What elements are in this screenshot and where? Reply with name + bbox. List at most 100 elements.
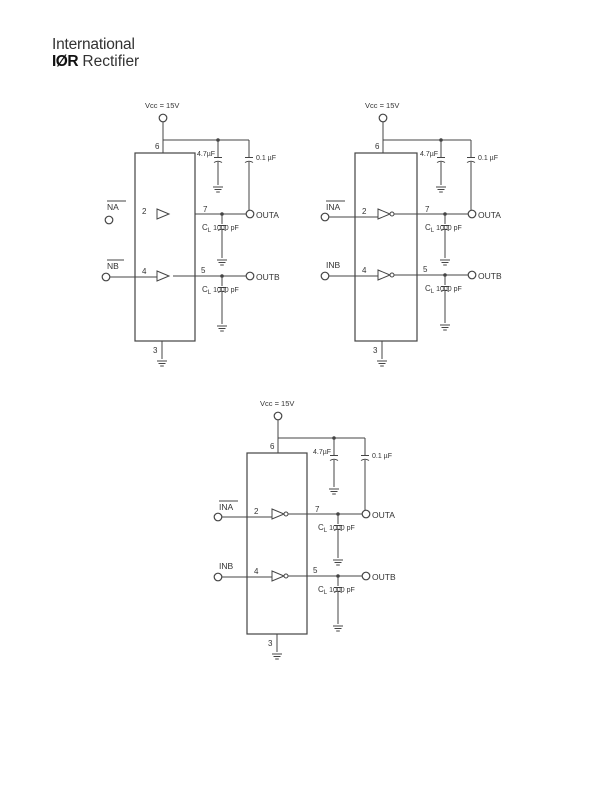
driver-ic-body — [246, 452, 308, 635]
capacitor-plate-curved — [213, 160, 223, 163]
inverter-bubble — [283, 573, 289, 579]
output-b-terminal — [361, 571, 371, 581]
capacitor-plate-curved — [217, 290, 227, 293]
logo-line-2: IØR Rectifier — [52, 53, 142, 70]
load-cap-b-label: CL 1000 pF — [318, 585, 355, 596]
capacitor-plate-curved — [440, 228, 450, 231]
logo-line-1: International — [52, 36, 135, 53]
pin-6-label: 6 — [270, 442, 275, 451]
vcc-label: Vcc = 15V — [365, 101, 399, 110]
capacitor-plate-curved — [217, 228, 227, 231]
input-a-label: NA — [107, 200, 126, 212]
driver-ic-body — [354, 152, 418, 342]
pin-5-label: 5 — [201, 266, 206, 275]
input-b-label: INB — [326, 260, 341, 270]
input-b-terminal — [320, 271, 330, 281]
cap-0p1uF-label: 0.1 µF — [372, 453, 392, 460]
input-b-label: INB — [219, 561, 234, 571]
output-a-terminal — [245, 209, 255, 219]
logo-mark: IØR — [52, 53, 79, 70]
driver-b-symbol — [377, 269, 392, 281]
output-a-terminal — [361, 509, 371, 519]
output-a-label: OUTA — [372, 510, 395, 520]
pin-4-label: 4 — [142, 267, 147, 276]
pin-7-label: 7 — [203, 205, 208, 214]
company-logo: International IØR Rectifier — [52, 36, 142, 70]
pin-5-label: 5 — [423, 265, 428, 274]
driver-a-symbol — [156, 208, 171, 220]
cap-4p7uF-label: 4.7µF — [313, 449, 331, 456]
driver-b-symbol — [271, 570, 286, 582]
load-cap-b-label: CL 1000 pF — [202, 285, 239, 296]
logo-word: Rectifier — [82, 53, 140, 70]
pin-6-label: 6 — [155, 142, 160, 151]
input-b-text: INB — [219, 561, 234, 571]
vcc-terminal — [378, 113, 388, 123]
output-b-label: OUTB — [256, 272, 280, 282]
pin-7-label: 7 — [315, 505, 320, 514]
pin-2-label: 2 — [142, 207, 147, 216]
pin-5-label: 5 — [313, 566, 318, 575]
output-a-terminal — [467, 209, 477, 219]
vcc-label: Vcc = 15V — [145, 101, 179, 110]
capacitor-plate-curved — [440, 289, 450, 292]
load-cap-b-label: CL 1000 pF — [425, 284, 462, 295]
inverter-bubble — [389, 211, 395, 217]
input-a-text: NA — [107, 202, 119, 212]
input-a-terminal — [213, 512, 223, 522]
input-b-text: INB — [326, 260, 341, 270]
driver-a-symbol — [271, 508, 286, 520]
output-b-label: OUTB — [372, 572, 396, 582]
output-b-terminal — [467, 270, 477, 280]
pin-4-label: 4 — [362, 266, 367, 275]
inverter-bubble — [283, 511, 289, 517]
input-a-label: INA — [219, 500, 238, 512]
pin-3-label: 3 — [268, 639, 273, 648]
capacitor-plate-curved — [360, 458, 370, 461]
output-b-label: OUTB — [478, 271, 502, 281]
input-a-terminal — [320, 212, 330, 222]
driver-b-symbol — [156, 270, 171, 282]
cap-4p7uF-label: 4.7µF — [420, 151, 438, 158]
output-b-terminal — [245, 271, 255, 281]
pin-3-label: 3 — [373, 346, 378, 355]
capacitor-plate-curved — [329, 458, 339, 461]
pin-3-label: 3 — [153, 346, 158, 355]
output-a-label: OUTA — [256, 210, 279, 220]
input-b-terminal — [213, 572, 223, 582]
vcc-terminal — [158, 113, 168, 123]
inverter-bubble — [389, 272, 395, 278]
input-a-text: INA — [326, 202, 341, 212]
capacitor-plate-curved — [436, 160, 446, 163]
input-b-terminal — [101, 272, 111, 282]
driver-ic-body — [134, 152, 196, 342]
cap-0p1uF-label: 0.1 µF — [256, 155, 276, 162]
cap-0p1uF-label: 0.1 µF — [478, 155, 498, 162]
cap-4p7uF-label: 4.7µF — [197, 151, 215, 158]
input-a-label: INA — [326, 200, 345, 212]
load-cap-a-label: CL 1000 pF — [202, 223, 239, 234]
pin-2-label: 2 — [362, 207, 367, 216]
input-b-label: NB — [107, 259, 124, 271]
input-b-text: NB — [107, 261, 119, 271]
pin-6-label: 6 — [375, 142, 380, 151]
input-a-text: INA — [219, 502, 234, 512]
vcc-terminal — [273, 411, 283, 421]
capacitor-plate-curved — [333, 528, 343, 531]
pin-2-label: 2 — [254, 507, 259, 516]
load-cap-a-label: CL 1000 pF — [425, 223, 462, 234]
capacitor-plate-curved — [244, 160, 254, 163]
driver-a-symbol — [377, 208, 392, 220]
vcc-label: Vcc = 15V — [260, 399, 294, 408]
input-a-terminal — [104, 215, 114, 225]
load-cap-a-label: CL 1000 pF — [318, 523, 355, 534]
pin-7-label: 7 — [425, 205, 430, 214]
capacitor-plate-curved — [466, 160, 476, 163]
pin-4-label: 4 — [254, 567, 259, 576]
output-a-label: OUTA — [478, 210, 501, 220]
capacitor-plate-curved — [333, 590, 343, 593]
